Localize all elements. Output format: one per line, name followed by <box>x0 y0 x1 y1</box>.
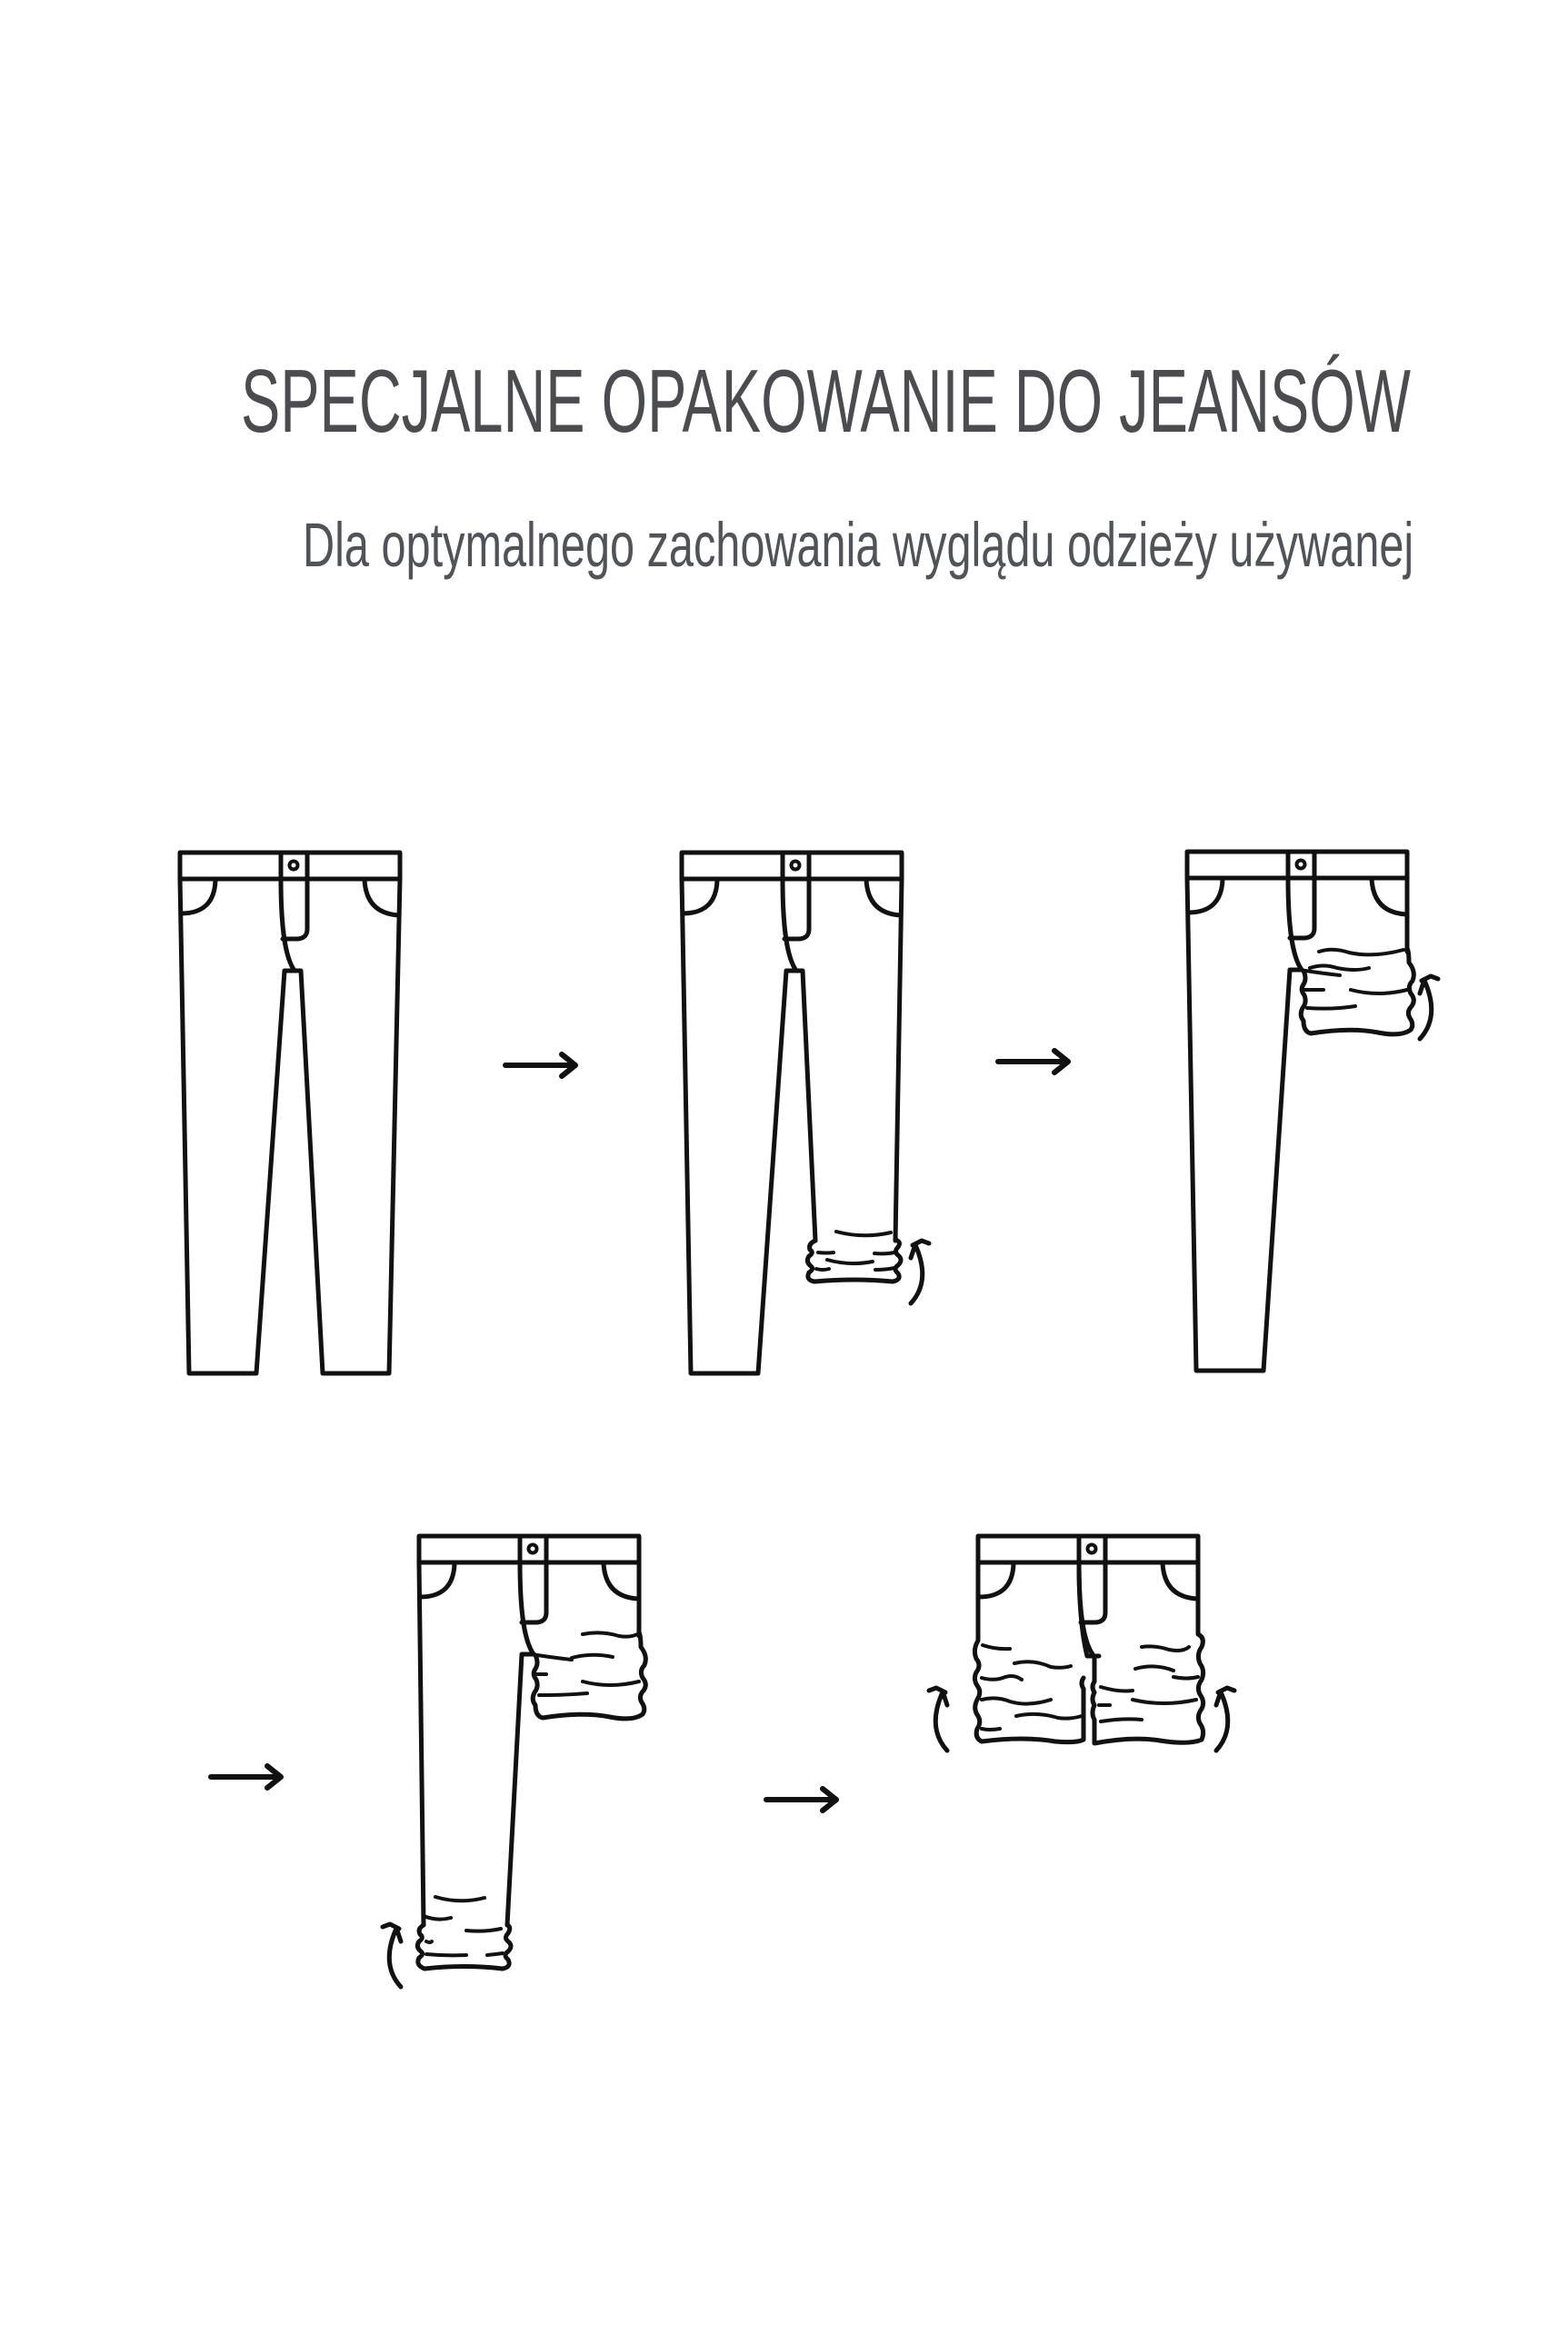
curl-arrow-icon <box>929 1688 947 1751</box>
curl-arrow-icon <box>1216 1688 1234 1751</box>
arrow-right-icon <box>998 1051 1068 1073</box>
page-title-text: SPECJALNE OPAKOWANIE DO JEANSÓW <box>241 351 1411 451</box>
jeans-roll-right-leg-icon <box>679 853 929 1376</box>
curl-arrow-icon <box>383 1924 401 1987</box>
jeans-flat-icon <box>177 853 403 1376</box>
curl-arrow-icon <box>911 1241 929 1303</box>
arrow-right-icon <box>211 1766 281 1788</box>
jeans-folded-shorts-icon <box>929 1536 1234 1751</box>
page-title: SPECJALNE OPAKOWANIE DO JEANSÓW <box>241 351 1411 451</box>
page-subtitle: Dla optymalnego zachowania wyglądu odzie… <box>303 509 1413 582</box>
arrow-right-icon <box>505 1054 575 1076</box>
jeans-roll-left-leg-icon <box>383 1536 648 1987</box>
jeans-fold-right-leg-icon <box>1184 852 1438 1373</box>
arrow-right-icon <box>766 1789 836 1811</box>
page-subtitle-text: Dla optymalnego zachowania wyglądu odzie… <box>303 510 1414 580</box>
curl-arrow-icon <box>1420 976 1438 1039</box>
